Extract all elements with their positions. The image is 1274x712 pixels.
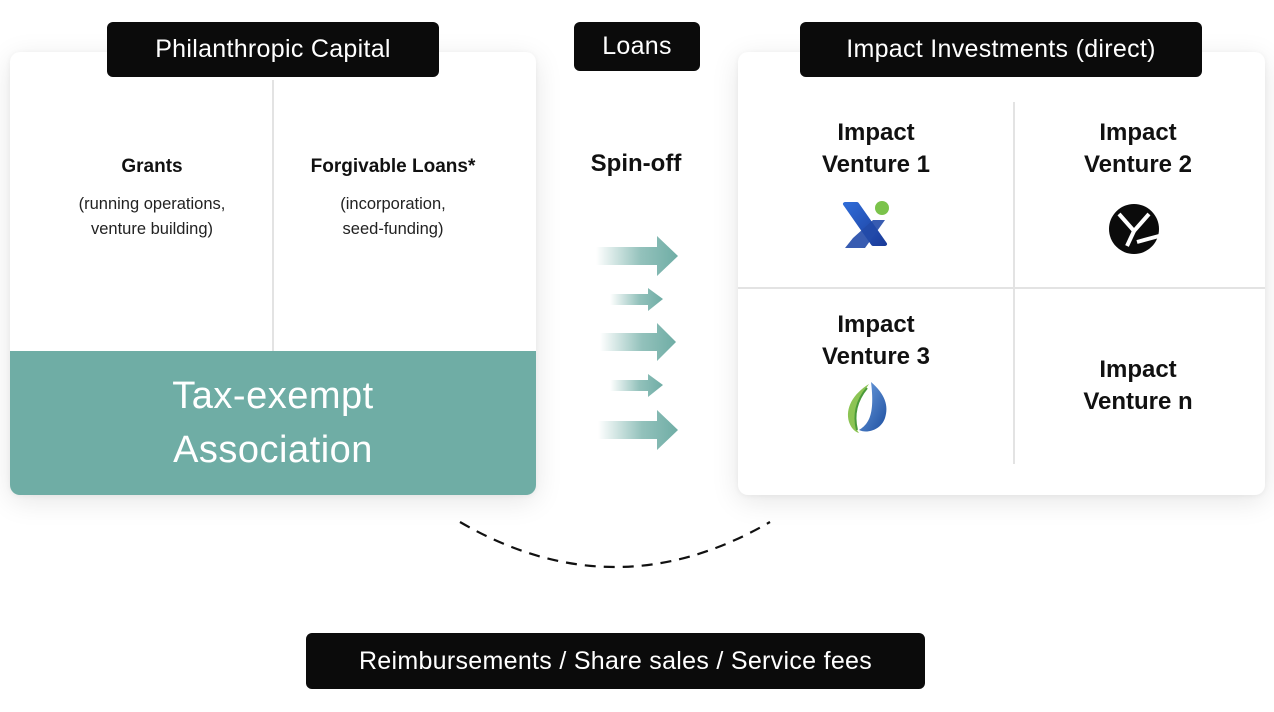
forgivable-loans-title: Forgivable Loans* <box>310 156 476 177</box>
right-card-horizontal-divider <box>738 287 1265 289</box>
arrow-icon <box>610 374 663 397</box>
loans-header: Loans <box>574 22 700 71</box>
arrow-icon <box>596 236 678 276</box>
impact-venture-1-label: Impact Venture 1 <box>821 119 931 178</box>
impact-investments-card: Impact Venture 1 Impact Venture 2 Impact… <box>738 52 1265 495</box>
arrow-icon <box>610 288 663 311</box>
tax-exempt-label: Tax-exempt <box>172 375 374 417</box>
tax-exempt-association-block: Tax-exempt Association <box>10 351 536 495</box>
impact-venture-n-label: Impact Venture n <box>1083 356 1193 415</box>
impact-investments-header: Impact Investments (direct) <box>800 22 1202 77</box>
grants-description: (running operations, venture building) <box>78 195 226 238</box>
philanthropic-capital-card: Grants (running operations, venture buil… <box>10 52 536 495</box>
leaf-drop-logo-icon <box>847 382 887 433</box>
spin-off-label: Spin-off <box>590 150 682 177</box>
x-logo-icon <box>843 201 889 248</box>
impact-venture-3-label: Impact Venture 3 <box>821 311 931 370</box>
left-card-divider <box>272 80 274 352</box>
forgivable-loans-description: (incorporation, seed-funding) <box>340 195 446 238</box>
philanthropic-capital-header: Philanthropic Capital <box>107 22 439 77</box>
association-label: Association <box>173 429 373 471</box>
arrow-icon <box>600 323 676 361</box>
arrow-icon <box>598 410 678 450</box>
spin-off-arrows <box>596 236 678 450</box>
circle-y-logo-icon <box>1109 204 1160 254</box>
grants-title: Grants <box>121 156 183 177</box>
reimbursements-pill: Reimbursements / Share sales / Service f… <box>306 633 925 689</box>
right-card-vertical-divider <box>1013 102 1015 464</box>
impact-venture-2-label: Impact Venture 2 <box>1083 119 1193 178</box>
